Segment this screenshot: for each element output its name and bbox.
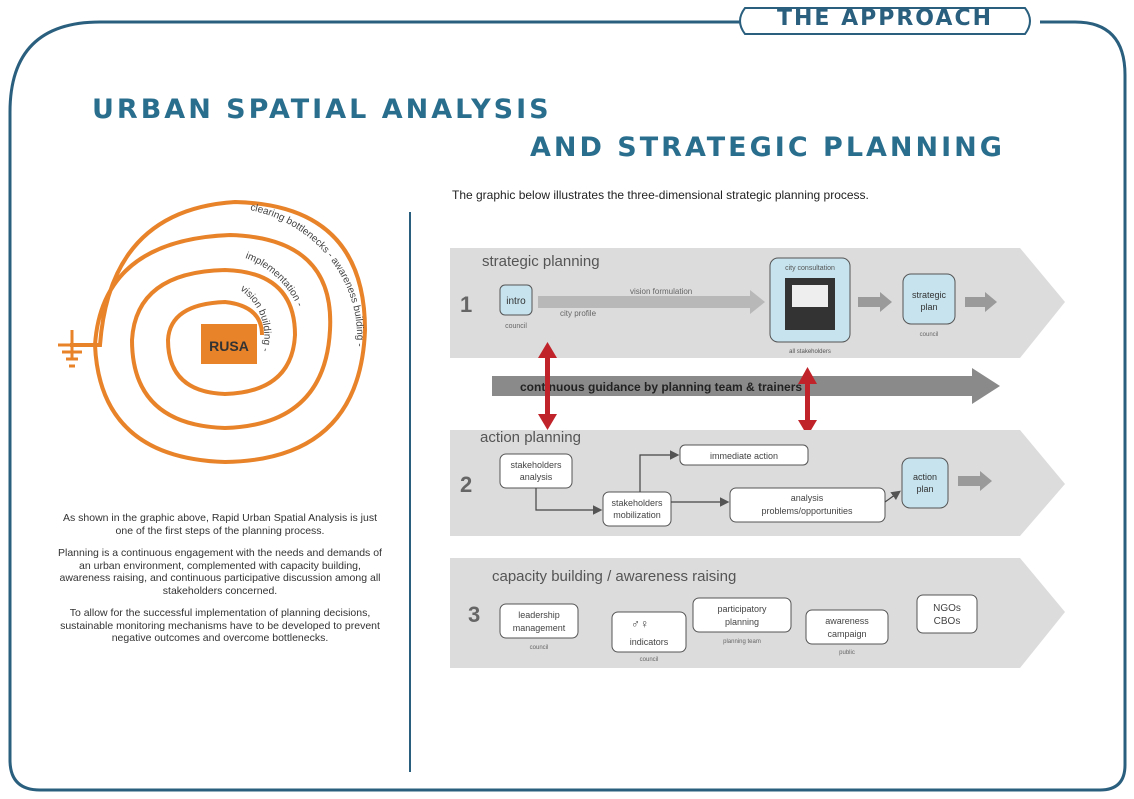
band3-ngo-line2: CBOs — [934, 616, 961, 627]
band1-intro-sub: council — [505, 323, 527, 330]
band1-plan-box — [902, 273, 956, 325]
band3-title: capacity building / awareness raising — [492, 568, 736, 585]
band3-lead-sub: council — [530, 645, 549, 651]
band3-indicators-box — [611, 611, 687, 653]
band2-mob-line2: mobilization — [613, 510, 661, 520]
band3-leadership-box — [499, 603, 579, 639]
band3-lead-line1: leadership — [518, 610, 560, 620]
band3-aware-line1: awareness — [825, 616, 869, 626]
band1-arrow-2 — [858, 292, 892, 312]
band1-flow-arrow — [538, 290, 765, 314]
rusa-spiral-diagram: RUSA clearing bottlenecks - awareness bu… — [58, 199, 368, 465]
band1-consultation-label: city consultation — [785, 265, 835, 272]
planning-process-diagram: 1 strategic planning intro council city … — [450, 248, 1065, 668]
spiral-label-outer: clearing bottlenecks - awareness buildin… — [249, 202, 365, 347]
red-arrow-left — [538, 342, 557, 430]
rusa-box — [201, 324, 257, 364]
description-paragraph-3: To allow for the successful implementati… — [60, 607, 380, 644]
band3-part-line2: planning — [725, 617, 759, 627]
band1-arrow-3 — [965, 292, 997, 312]
band2-plan-line2: plan — [916, 484, 933, 494]
band2-stake-line1: stakeholders — [510, 460, 562, 470]
band2-title: action planning — [480, 429, 581, 446]
red-arrow-right — [798, 367, 817, 436]
band2-mobilization-box — [602, 491, 672, 527]
band3-lead-line2: management — [513, 623, 566, 633]
band2-immediate-box — [679, 444, 809, 466]
band1-number: 1 — [460, 292, 472, 317]
band1-intro-label: intro — [506, 296, 526, 307]
section-tab-label: THE APPROACH — [776, 6, 994, 31]
column-divider — [409, 212, 411, 772]
band2-mob-line1: stakeholders — [611, 498, 663, 508]
ground-symbol — [58, 330, 86, 368]
band2-prob-line2: problems/opportunities — [761, 506, 853, 516]
band1-title: strategic planning — [482, 253, 600, 270]
band1-plan-line1: strategic — [912, 290, 947, 300]
description-paragraph-1: As shown in the graphic above, Rapid Urb… — [62, 512, 377, 537]
band1-plan-line2: plan — [920, 302, 937, 312]
band3-ind-sub: council — [640, 657, 659, 663]
band2-action-plan-box — [901, 457, 949, 509]
band3-part-line1: participatory — [717, 604, 767, 614]
band2-connectors — [535, 450, 901, 515]
page-title-line1: URBAN SPATIAL ANALYSIS — [92, 94, 552, 125]
band3-ngo-line1: NGOs — [933, 603, 961, 614]
guidance-arrow — [492, 368, 1000, 404]
description-paragraph-2: Planning is a continuous engagement with… — [58, 547, 382, 597]
band2-arrow-out — [958, 471, 992, 491]
band3-ngo-box — [916, 594, 978, 634]
band3-ind-symbol: ♂♀ — [631, 617, 649, 631]
band3-aware-sub: public — [839, 650, 855, 656]
diagram-intro-text: The graphic below illustrates the three-… — [452, 188, 869, 202]
band3-awareness-box — [805, 609, 889, 645]
band1-intro-box — [499, 284, 533, 316]
band3-number: 3 — [468, 602, 480, 627]
band2-plan-line1: action — [913, 472, 937, 482]
guidance-label: continuous guidance by planning team & t… — [520, 380, 802, 394]
band2-stake-line2: analysis — [520, 472, 553, 482]
rusa-label: RUSA — [209, 338, 249, 354]
band3-ind-label: indicators — [630, 637, 669, 647]
band2-number: 2 — [460, 472, 472, 497]
band3-participatory-box — [692, 597, 792, 633]
band1-city-profile: city profile — [560, 309, 597, 318]
band1-plan-sub: council — [920, 332, 939, 338]
band2-immediate-label: immediate action — [710, 451, 778, 461]
band2-problems-box — [729, 487, 886, 523]
band3-part-sub: planning team — [723, 639, 761, 645]
description-text: As shown in the graphic above, Rapid Urb… — [55, 512, 385, 655]
band1-consultation-sub: all stakeholders — [789, 349, 831, 355]
band3-aware-line2: campaign — [827, 629, 866, 639]
page-title-line2: AND STRATEGIC PLANNING — [530, 132, 1005, 163]
band1-vision: vision formulation — [630, 287, 692, 296]
band2-prob-line1: analysis — [791, 493, 824, 503]
spiral-path — [70, 199, 368, 465]
